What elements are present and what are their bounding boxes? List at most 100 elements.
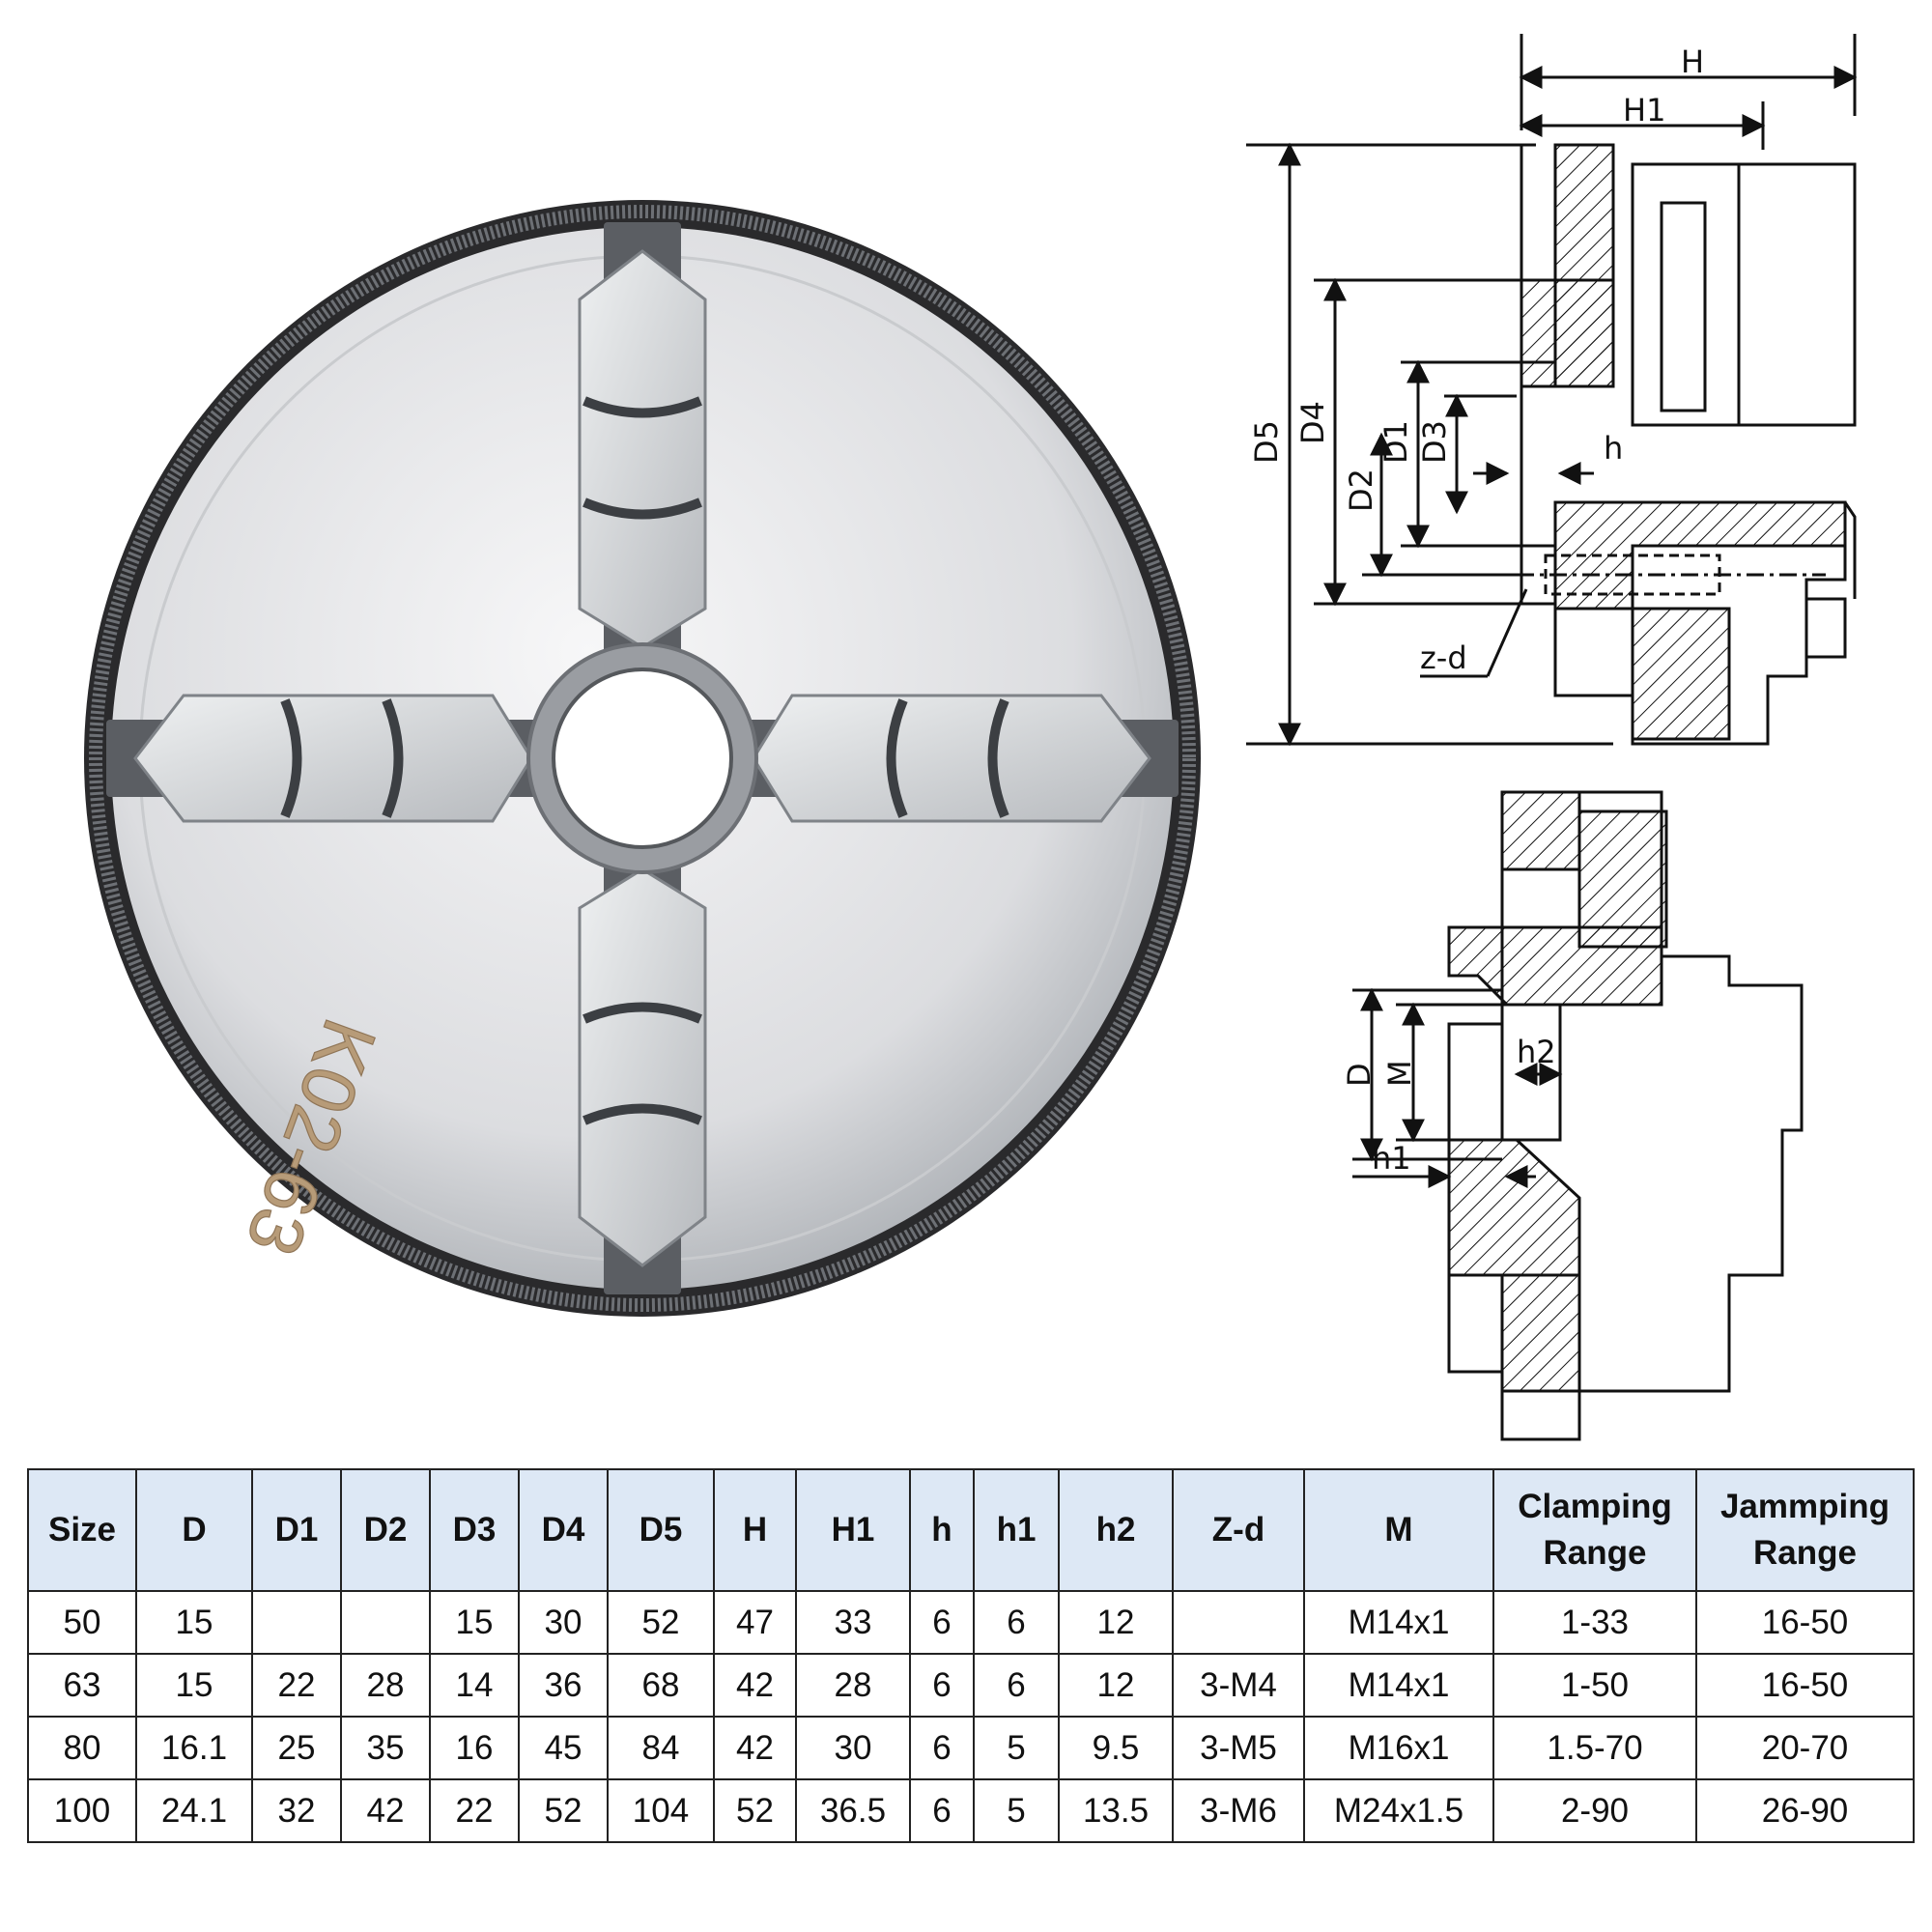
table-cell: 6 [909, 1716, 975, 1780]
bottom-section-drawing [1352, 790, 1804, 1441]
table-cell: 15 [429, 1590, 520, 1655]
table-cell: 16.1 [135, 1716, 253, 1780]
label-H1: H1 [1623, 92, 1665, 128]
table-cell: 52 [518, 1778, 609, 1843]
label-D5: D5 [1248, 420, 1285, 464]
label-M: M [1381, 1060, 1418, 1087]
chuck-jaws [133, 249, 1151, 1267]
top-section-drawing [1246, 34, 1858, 747]
table-cell: 6 [909, 1653, 975, 1718]
table-cell: 14 [429, 1653, 520, 1718]
table-cell: 1.5-70 [1492, 1716, 1697, 1780]
table-cell: 16-50 [1695, 1590, 1915, 1655]
label-D1: D1 [1378, 420, 1414, 464]
table-cell: 6 [973, 1653, 1060, 1718]
table-cell [340, 1590, 431, 1655]
table-cell: 5 [973, 1778, 1060, 1843]
table-cell: 32 [251, 1778, 342, 1843]
table-cell: 6 [973, 1590, 1060, 1655]
table-cell: 1-33 [1492, 1590, 1697, 1655]
col-header: Size [27, 1468, 137, 1592]
table-cell: 16-50 [1695, 1653, 1915, 1718]
table-cell: 20-70 [1695, 1716, 1915, 1780]
col-header: H1 [795, 1468, 911, 1592]
table-cell: 100 [27, 1778, 137, 1843]
table-cell: 30 [518, 1590, 609, 1655]
label-h1: h1 [1372, 1140, 1411, 1177]
table-cell: 42 [713, 1653, 797, 1718]
table-cell: M14x1 [1303, 1653, 1494, 1718]
table-cell: M16x1 [1303, 1716, 1494, 1780]
col-header: D5 [607, 1468, 715, 1592]
table-cell: 9.5 [1058, 1716, 1174, 1780]
table-cell: 28 [340, 1653, 431, 1718]
table-cell: 24.1 [135, 1778, 253, 1843]
table-cell: 30 [795, 1716, 911, 1780]
label-D2: D2 [1343, 469, 1379, 512]
spec-table: Size D D1 D2 D3 D4 D5 H H1 h h1 h2 Z-d M… [27, 1468, 1915, 1843]
table-cell: 104 [607, 1778, 715, 1843]
technical-drawings: H H1 D5 D4 D2 D1 D3 h z-d D M h2 h1 [1246, 34, 1858, 1441]
table-cell: 6 [909, 1778, 975, 1843]
col-header: D4 [518, 1468, 609, 1592]
table-cell: 47 [713, 1590, 797, 1655]
table-cell: 33 [795, 1590, 911, 1655]
table-cell: 1-50 [1492, 1653, 1697, 1718]
table-cell: 22 [251, 1653, 342, 1718]
table-cell: 12 [1058, 1590, 1174, 1655]
table-cell: 36.5 [795, 1778, 911, 1843]
table-cell: 22 [429, 1778, 520, 1843]
table-cell: 15 [135, 1653, 253, 1718]
table-cell: 35 [340, 1716, 431, 1780]
table-cell: 26-90 [1695, 1778, 1915, 1843]
table-cell: 42 [340, 1778, 431, 1843]
table-cell: 3-M5 [1172, 1716, 1305, 1780]
table-cell: 28 [795, 1653, 911, 1718]
table-cell: 25 [251, 1716, 342, 1780]
col-header: h [909, 1468, 975, 1592]
table-cell: 3-M6 [1172, 1778, 1305, 1843]
label-H: H [1681, 43, 1704, 80]
table-cell: 80 [27, 1716, 137, 1780]
label-D4: D4 [1294, 401, 1331, 444]
col-header: Jammping Range [1695, 1468, 1915, 1592]
col-header: D1 [251, 1468, 342, 1592]
col-header: D3 [429, 1468, 520, 1592]
table-cell: 63 [27, 1653, 137, 1718]
table-cell: M24x1.5 [1303, 1778, 1494, 1843]
table-cell: 68 [607, 1653, 715, 1718]
label-h: h [1604, 430, 1623, 467]
jaw-grooves [280, 396, 1009, 1125]
table-cell: 45 [518, 1716, 609, 1780]
table-cell: 16 [429, 1716, 520, 1780]
label-D: D [1341, 1063, 1378, 1087]
label-h2: h2 [1517, 1034, 1556, 1070]
col-header: M [1303, 1468, 1494, 1592]
col-header: h1 [973, 1468, 1060, 1592]
table-header-row: Size D D1 D2 D3 D4 D5 H H1 h h1 h2 Z-d M… [27, 1468, 1915, 1592]
table-cell: M14x1 [1303, 1590, 1494, 1655]
col-header: Clamping Range [1492, 1468, 1697, 1592]
table-cell: 50 [27, 1590, 137, 1655]
col-header: D [135, 1468, 253, 1592]
table-cell: 52 [607, 1590, 715, 1655]
table-cell: 5 [973, 1716, 1060, 1780]
col-header: H [713, 1468, 797, 1592]
chuck-photo: K02-63 [84, 200, 1201, 1317]
label-z-d: z-d [1420, 639, 1467, 676]
table-cell: 3-M4 [1172, 1653, 1305, 1718]
table-cell [1172, 1590, 1305, 1655]
col-header: Z-d [1172, 1468, 1305, 1592]
label-D3: D3 [1416, 420, 1453, 464]
table-cell: 52 [713, 1778, 797, 1843]
table-cell: 84 [607, 1716, 715, 1780]
table-cell [251, 1590, 342, 1655]
table-cell: 2-90 [1492, 1778, 1697, 1843]
col-header: h2 [1058, 1468, 1174, 1592]
table-cell: 12 [1058, 1653, 1174, 1718]
table-cell: 42 [713, 1716, 797, 1780]
